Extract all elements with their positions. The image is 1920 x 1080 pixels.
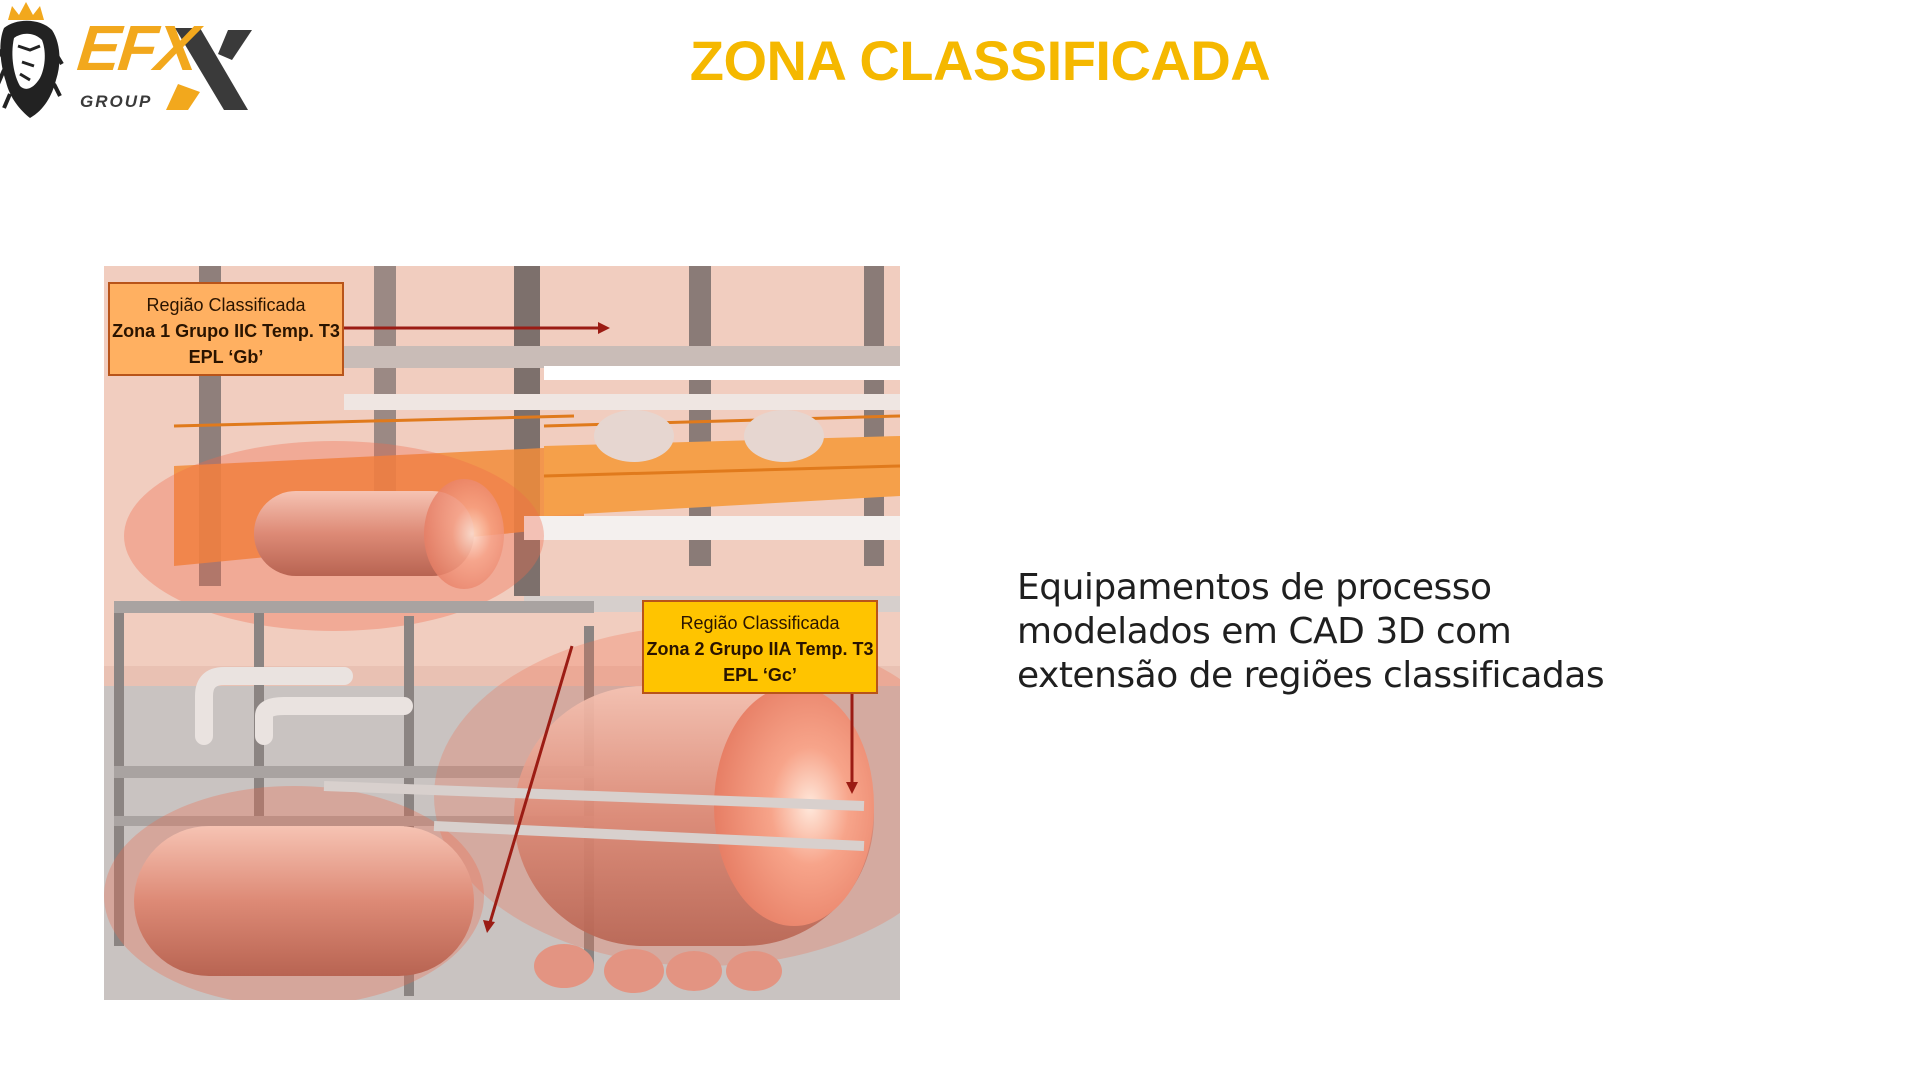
zone1-classification-label: Região Classificada Zona 1 Grupo IIC Tem… [108, 282, 344, 376]
zone2-title: Região Classificada [680, 613, 840, 633]
zone2-classification-label: Região Classificada Zona 2 Grupo IIA Tem… [642, 600, 878, 694]
zone1-title: Região Classificada [146, 295, 306, 315]
zone2-epl: EPL ‘Gc’ [723, 665, 797, 686]
zone2-group: Zona 2 Grupo IIA Temp. T3 [646, 639, 874, 660]
caption-line-1: Equipamentos de processo [1017, 567, 1492, 608]
hazardous-area-illustration: Região Classificada Zona 1 Grupo IIC Tem… [104, 266, 900, 1000]
slide-title: ZONA CLASSIFICADA [689, 29, 1271, 92]
logo-subtitle: GROUP [80, 92, 153, 111]
company-logo: EFX GROUP [0, 0, 260, 125]
slide-caption: Equipamentos de processo modelados em CA… [1017, 566, 1817, 698]
plant-3d-model-image [104, 266, 900, 1000]
caption-line-2: modelados em CAD 3D com [1017, 611, 1512, 652]
lion-crown-icon [0, 2, 252, 118]
zone1-group: Zona 1 Grupo IIC Temp. T3 [112, 321, 340, 342]
caption-line-3: extensão de regiões classificadas [1017, 655, 1605, 696]
zone1-epl: EPL ‘Gb’ [188, 347, 264, 368]
